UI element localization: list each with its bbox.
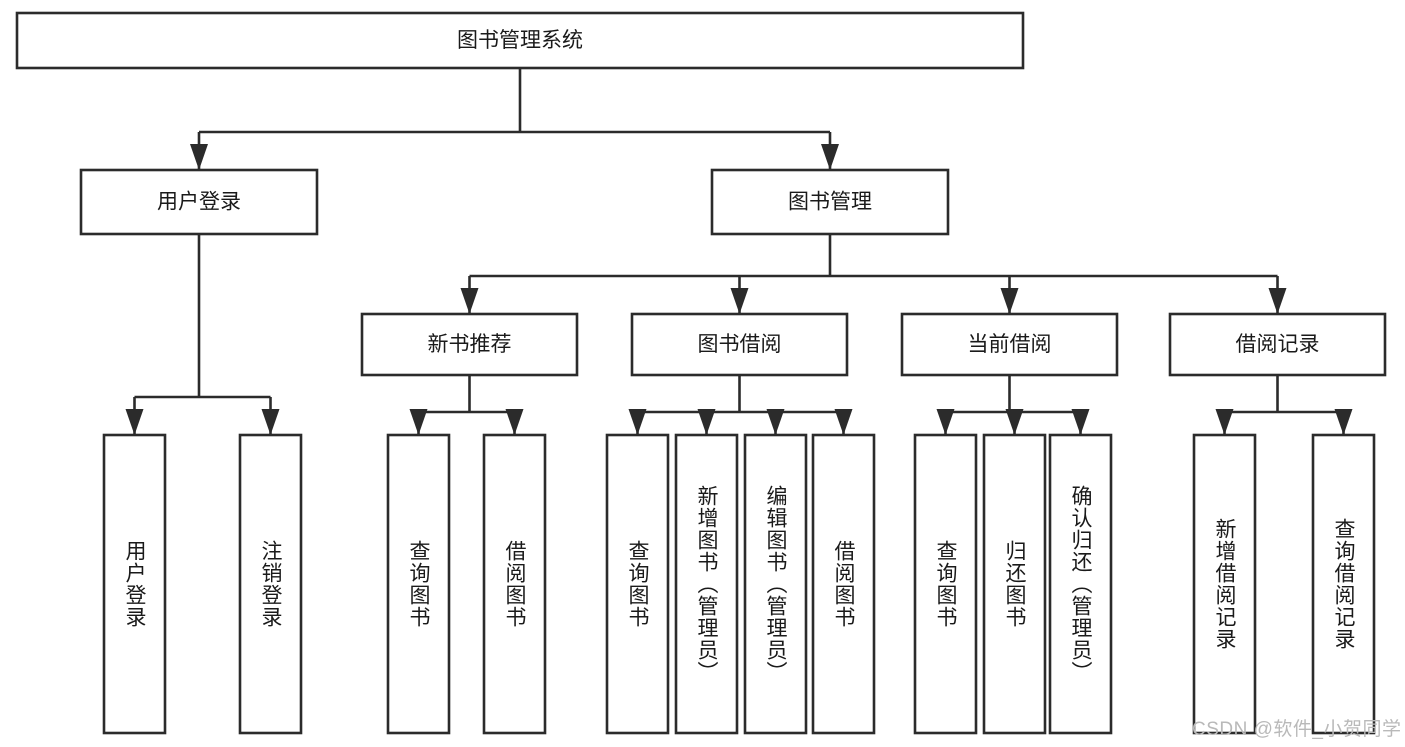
level3-node-label: 当前借阅 <box>968 333 1052 356</box>
root-node-label: 图书管理系统 <box>457 29 583 52</box>
arrow-head-icon <box>834 409 853 435</box>
arrow-head-icon <box>628 409 647 435</box>
level3-node-box[interactable] <box>900 312 1119 377</box>
arrow-head-icon <box>190 144 208 170</box>
arrow-head-icon <box>409 409 428 435</box>
arrow-head-icon <box>1268 288 1287 314</box>
leaf-node-box[interactable] <box>238 433 303 735</box>
arrow-head-icon <box>821 144 839 170</box>
leaf-node-box[interactable] <box>605 433 670 735</box>
level2-node-box[interactable] <box>79 168 319 236</box>
level2-node-box[interactable] <box>710 168 950 236</box>
csdn-watermark: CSDN @软件_小贺同学 <box>1192 719 1402 740</box>
leaf-node-box[interactable] <box>982 433 1047 735</box>
arrow-head-icon <box>1000 288 1019 314</box>
leaf-node-box[interactable] <box>913 433 978 735</box>
arrow-head-icon <box>261 409 280 435</box>
leaf-node-box[interactable] <box>743 433 808 735</box>
level3-node-label: 新书推荐 <box>428 333 512 356</box>
level2-node-label: 用户登录 <box>157 191 241 214</box>
arrow-head-icon <box>936 409 955 435</box>
level3-node-label: 借阅记录 <box>1236 333 1320 356</box>
connector-lines <box>125 68 1353 435</box>
leaf-node-box[interactable] <box>1311 433 1376 735</box>
arrow-head-icon <box>697 409 716 435</box>
leaf-node-box[interactable] <box>386 433 451 735</box>
arrow-head-icon <box>125 409 144 435</box>
leaf-node-box[interactable] <box>811 433 876 735</box>
leaf-node-box[interactable] <box>1048 433 1113 735</box>
arrow-head-icon <box>766 409 785 435</box>
level3-node-box[interactable] <box>1168 312 1387 377</box>
level2-node-label: 图书管理 <box>788 191 872 214</box>
arrow-head-icon <box>1005 409 1024 435</box>
level3-node-box[interactable] <box>630 312 849 377</box>
level3-node-box[interactable] <box>360 312 579 377</box>
level3-node-label: 图书借阅 <box>698 333 782 356</box>
arrow-head-icon <box>460 288 479 314</box>
arrow-head-icon <box>505 409 524 435</box>
root-node-box[interactable] <box>15 11 1025 70</box>
node-boxes <box>15 11 1387 735</box>
arrow-head-icon <box>1215 409 1234 435</box>
leaf-node-box[interactable] <box>1192 433 1257 735</box>
leaf-node-box[interactable] <box>102 433 167 735</box>
arrow-head-icon <box>730 288 749 314</box>
arrow-head-icon <box>1334 409 1353 435</box>
leaf-node-box[interactable] <box>482 433 547 735</box>
leaf-node-box[interactable] <box>674 433 739 735</box>
arrow-head-icon <box>1071 409 1090 435</box>
